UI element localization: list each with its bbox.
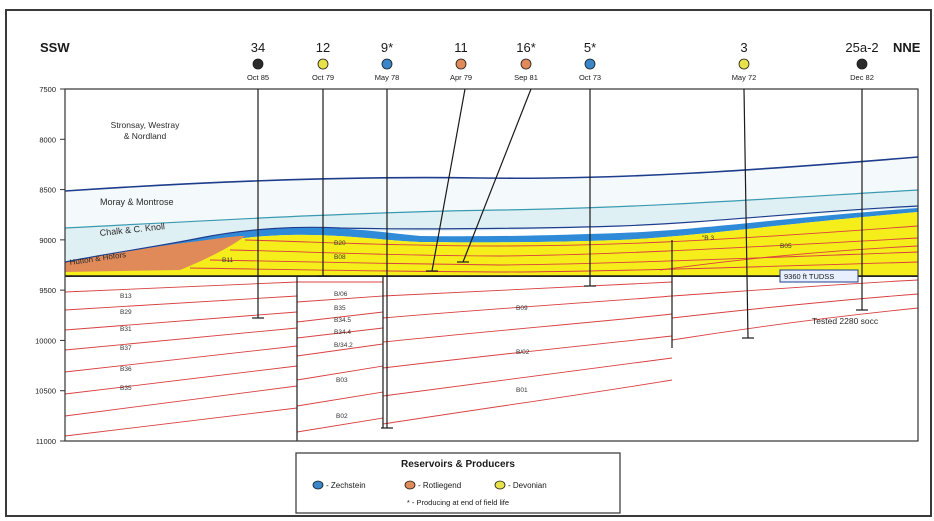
- section-body: [64, 88, 919, 442]
- legend-swatch: [312, 480, 324, 490]
- unit-labels: B11 B20 B08 B13 B29 B31 B37 B36 B35 B/06…: [120, 235, 792, 420]
- depth-tick-label: 10500: [35, 387, 56, 396]
- well-marker: [455, 58, 467, 70]
- well-name: 12: [316, 40, 330, 55]
- unit-b36: B36: [120, 366, 132, 373]
- well-name: 11: [454, 40, 468, 55]
- depth-tick-label: 8500: [39, 186, 56, 195]
- legend-label: - Devonian: [508, 481, 547, 490]
- unit-b08: B08: [334, 254, 346, 261]
- unit-b01: B01: [516, 387, 528, 394]
- legend-label: - Zechstein: [326, 481, 366, 490]
- depth-tick-label: 9000: [39, 236, 56, 245]
- well-marker: [520, 58, 532, 70]
- well-date: Oct 85: [247, 73, 269, 82]
- well-bores: [252, 88, 868, 429]
- unit-b31: B31: [120, 326, 132, 333]
- well-bore: [743, 88, 749, 339]
- tested-annotation: Tested 2280 socc: [812, 316, 879, 326]
- unit-b35: B35: [120, 385, 132, 392]
- unit-b37: B37: [120, 345, 132, 352]
- tuds-box: [779, 269, 859, 283]
- unit-b11: B11: [222, 257, 233, 264]
- unit-b12: "B 3: [702, 235, 714, 242]
- legend-swatch: [494, 480, 506, 490]
- well-bore: [462, 88, 532, 263]
- depth-tick-label: 10000: [35, 336, 56, 345]
- well-date: Apr 79: [450, 73, 472, 82]
- unit-b0-2: B/02: [516, 349, 530, 356]
- well-name: 5*: [584, 40, 596, 55]
- well-marker: [252, 58, 264, 70]
- depth-tick-label: 8000: [39, 135, 56, 144]
- depth-axis: 7500 8000 8500 9000 9500 10000 10500 11000: [35, 85, 65, 446]
- unit-b09: B09: [516, 305, 528, 312]
- depth-tick-label: 9500: [39, 286, 56, 295]
- well-name: 34: [251, 40, 265, 55]
- legend: Reservoirs & Producers - Zechstein - Rotl…: [295, 452, 621, 514]
- unit-b13: B13: [120, 293, 132, 300]
- legend-label: - Rotliegend: [418, 481, 461, 490]
- well-name: 25a-2: [845, 40, 878, 55]
- unit-b02: B02: [336, 413, 348, 420]
- well-name: 16*: [516, 40, 536, 55]
- depth-tick-label: 11000: [36, 437, 56, 446]
- well-date: May 78: [375, 73, 400, 82]
- unit-b03: B03: [336, 377, 348, 384]
- well-bore: [431, 88, 466, 272]
- unit-b35b: B35: [334, 305, 346, 312]
- well-date: Sep 81: [514, 73, 538, 82]
- well-marker: [381, 58, 393, 70]
- direction-right: NNE: [893, 40, 921, 55]
- label-moray: Moray & Montrose: [100, 197, 174, 207]
- well-date: May 72: [732, 73, 757, 82]
- unit-b34-4: B34.4: [334, 329, 351, 336]
- unit-b29: B29: [120, 309, 132, 316]
- legend-items: - Zechstein - Rotliegend - Devonian: [312, 480, 547, 490]
- well-name: 9*: [381, 40, 393, 55]
- unit-b34-5: B34.5: [334, 317, 351, 324]
- label-stronsay: Stronsay, Westray: [111, 120, 180, 130]
- unit-b06: B/06: [334, 291, 348, 298]
- unit-b20: B20: [334, 240, 346, 247]
- well-marker: [584, 58, 596, 70]
- well-date: Dec 82: [850, 73, 874, 82]
- well-name: 3: [740, 40, 747, 55]
- legend-swatch: [404, 480, 416, 490]
- legend-title: Reservoirs & Producers: [401, 459, 515, 470]
- well-marker: [856, 58, 868, 70]
- well-marker: [317, 58, 329, 70]
- well-marker: [738, 58, 750, 70]
- label-stronsay-2: & Nordland: [124, 131, 167, 141]
- well-date: Oct 73: [579, 73, 601, 82]
- depth-tick-label: 7500: [39, 85, 56, 94]
- unit-b05: B05: [780, 243, 792, 250]
- well-date: Oct 79: [312, 73, 334, 82]
- unit-b34-2: B/34.2: [334, 342, 353, 349]
- direction-left: SSW: [40, 40, 70, 55]
- tuds-annotation: 9360 ft TUDSS: [784, 272, 834, 281]
- legend-note: * - Producing at end of field life: [407, 498, 509, 507]
